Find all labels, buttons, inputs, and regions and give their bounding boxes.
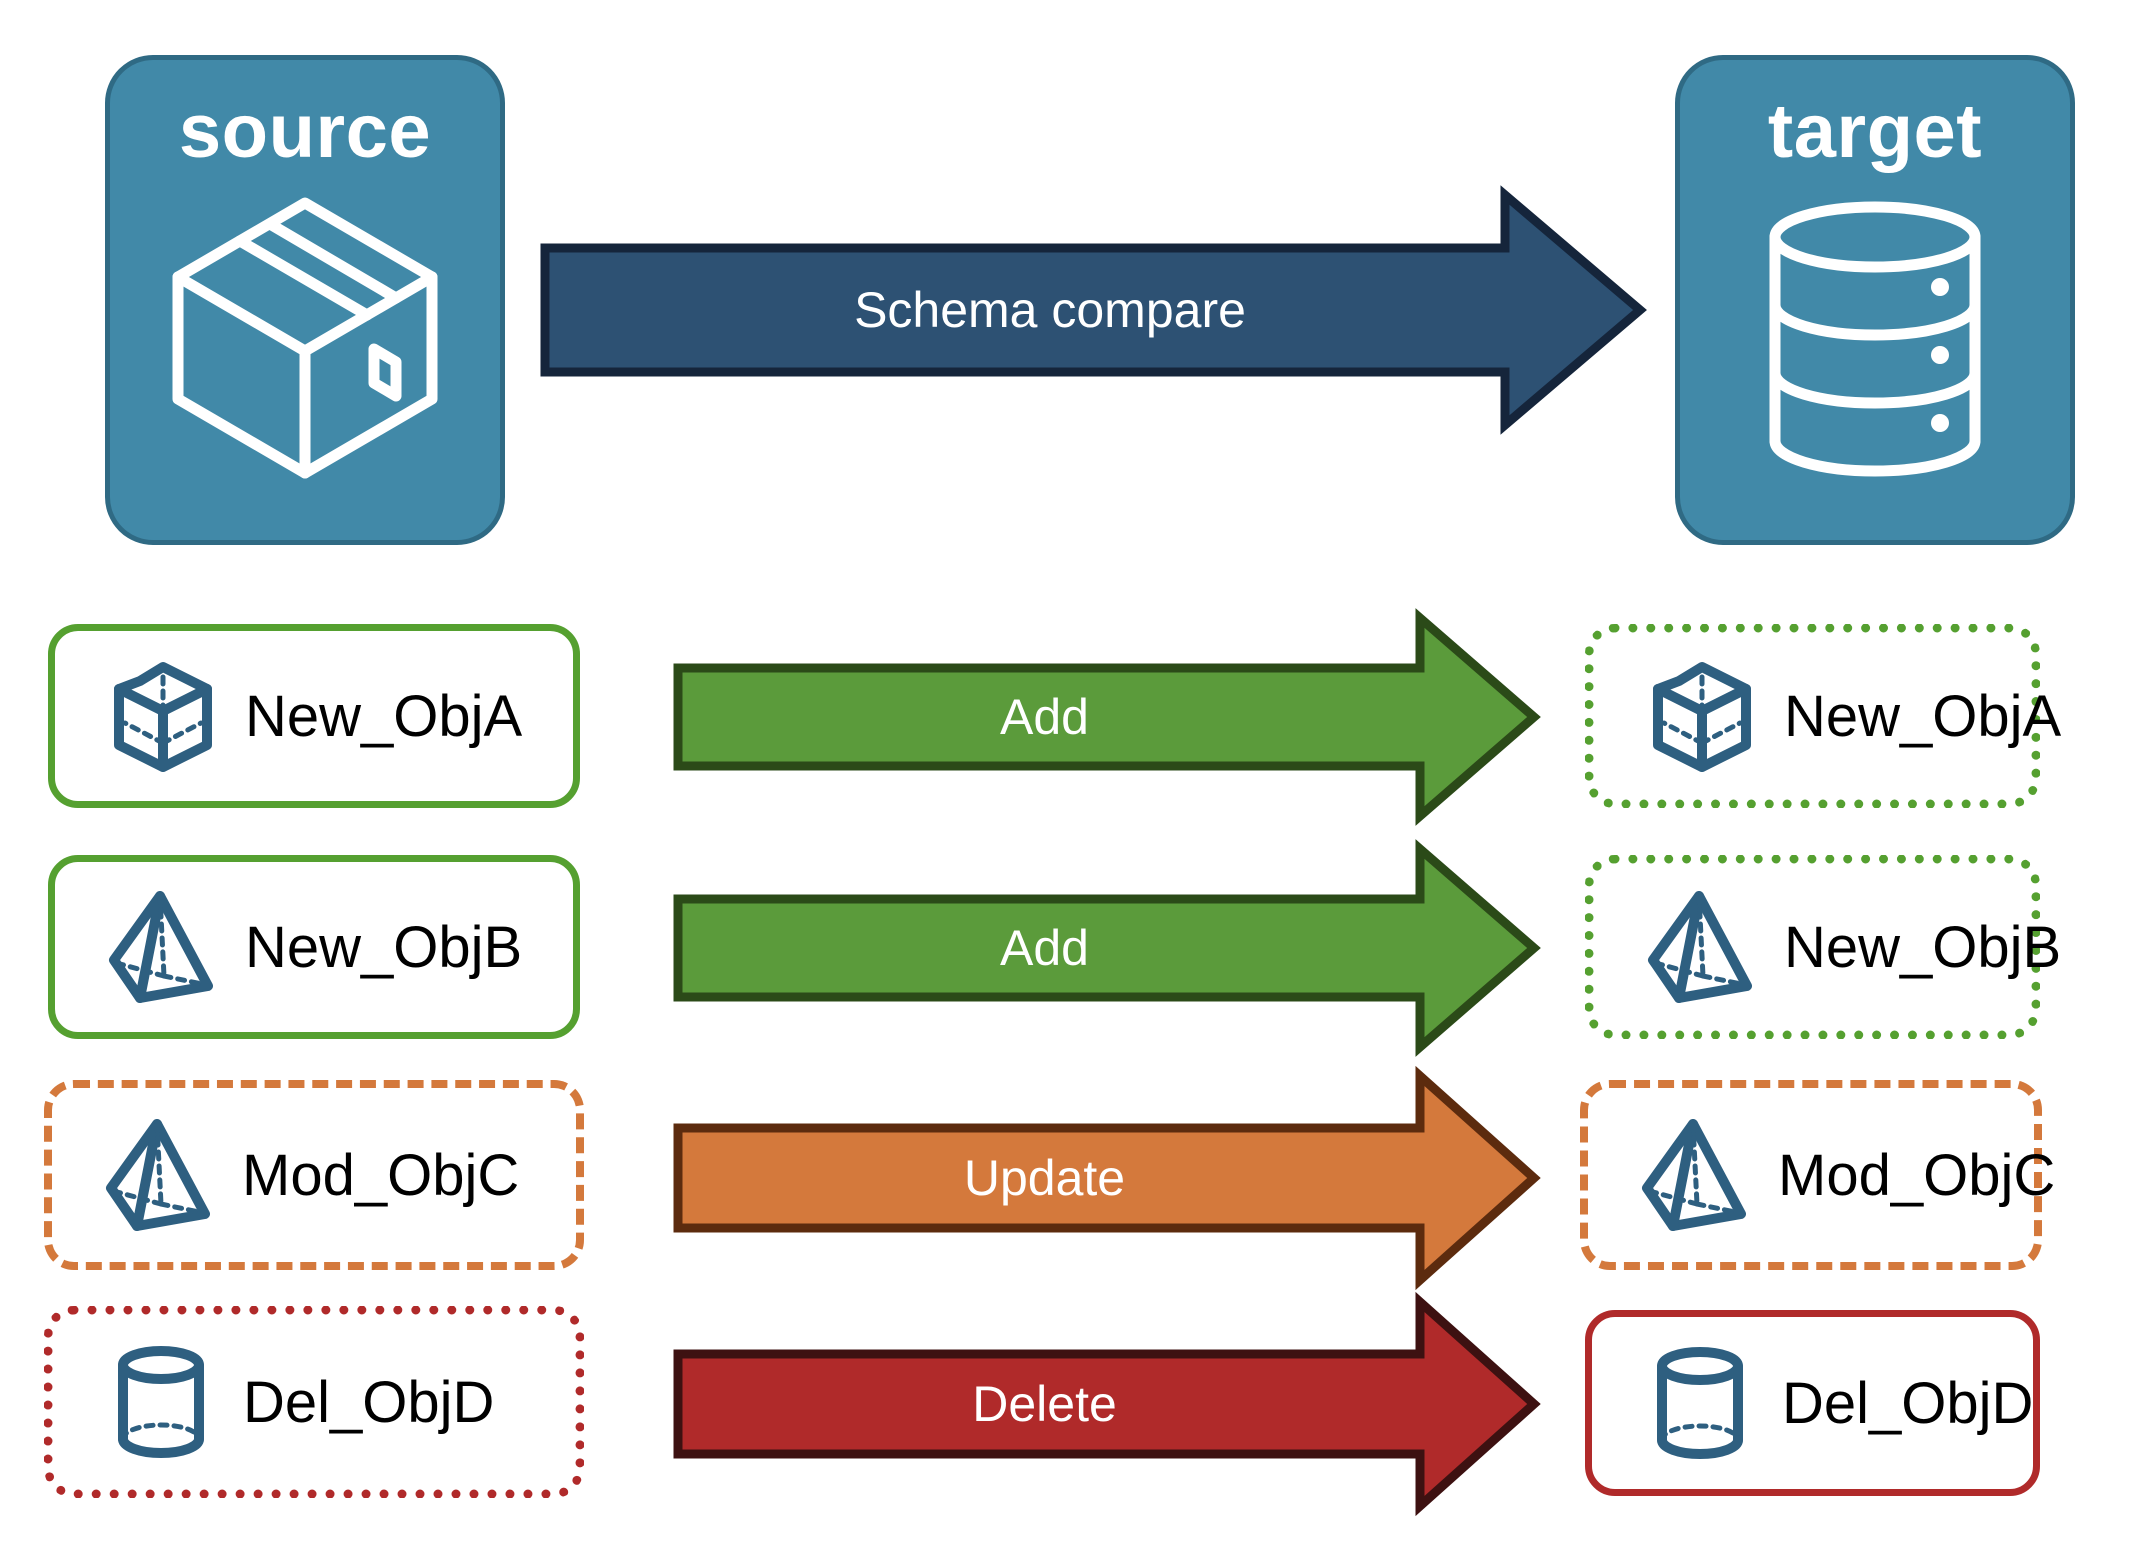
action-arrow-update: Update — [672, 1065, 1542, 1291]
target-card-row-3[interactable]: Mod_ObjC — [1580, 1080, 2055, 1270]
target-card-label-row-3: Mod_ObjC — [1778, 1142, 2056, 1208]
database-cylinder-icon — [1720, 194, 2030, 484]
target-card-row-2[interactable]: New_ObjB — [1585, 855, 2061, 1039]
source-card-row-1[interactable]: New_ObjA — [48, 624, 580, 808]
source-panel: source — [105, 55, 505, 545]
cube-wireframe-icon — [1642, 656, 1762, 776]
pyramid-wireframe-icon — [1642, 887, 1762, 1007]
pyramid-wireframe-icon — [1636, 1115, 1756, 1235]
cylinder-wireframe-icon — [1640, 1343, 1760, 1463]
target-card-label-row-4: Del_ObjD — [1782, 1370, 2034, 1436]
pyramid-wireframe-icon — [103, 887, 223, 1007]
source-card-row-2[interactable]: New_ObjB — [48, 855, 580, 1039]
target-card-label-row-2: New_ObjB — [1784, 914, 2062, 980]
source-card-row-3[interactable]: Mod_ObjC — [44, 1080, 584, 1270]
action-arrow-delete: Delete — [672, 1291, 1542, 1517]
schema-compare-arrow: Schema compare — [520, 180, 1660, 440]
source-card-row-4[interactable]: Del_ObjD — [44, 1306, 584, 1498]
target-card-row-4[interactable]: Del_ObjD — [1585, 1310, 2040, 1496]
target-card-label-row-1: New_ObjA — [1784, 683, 2062, 749]
source-card-label-row-1: New_ObjA — [245, 683, 523, 749]
source-card-label-row-4: Del_ObjD — [243, 1369, 495, 1435]
source-card-label-row-3: Mod_ObjC — [242, 1142, 520, 1208]
source-card-label-row-2: New_ObjB — [245, 914, 523, 980]
cube-wireframe-icon — [103, 656, 223, 776]
target-panel: target — [1675, 55, 2075, 545]
target-panel-title: target — [1767, 89, 1983, 174]
source-panel-title: source — [178, 89, 432, 174]
action-arrow-add-1: Add — [672, 608, 1542, 826]
cylinder-wireframe-icon — [101, 1342, 221, 1462]
action-arrow-add-2: Add — [672, 839, 1542, 1057]
box-3d-icon — [150, 194, 460, 484]
target-card-row-1[interactable]: New_ObjA — [1585, 624, 2061, 808]
pyramid-wireframe-icon — [100, 1115, 220, 1235]
